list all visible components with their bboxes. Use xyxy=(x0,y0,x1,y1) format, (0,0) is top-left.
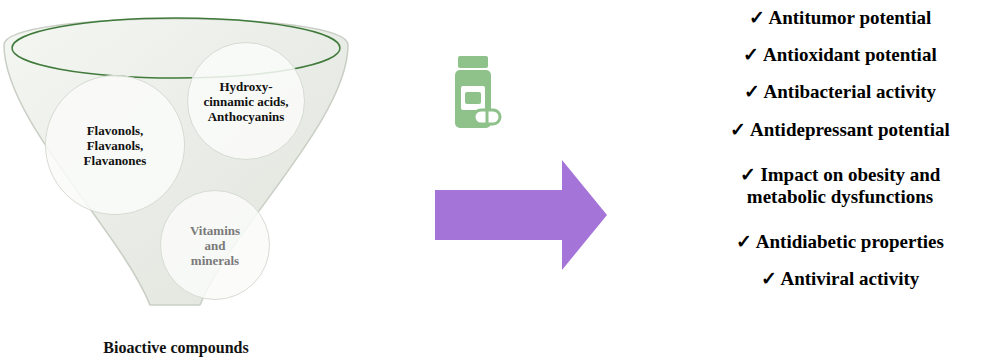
benefit-item: ✓ Antitumor potential xyxy=(690,7,989,29)
compound-circle: Vitamins and minerals xyxy=(160,190,270,300)
compound-circle: Flavonols, Flavanols, Flavanones xyxy=(45,75,185,215)
funnel-bowl: Bioactive compounds Flavonols, Flavanols,… xyxy=(0,0,352,363)
benefit-item: ✓ Antibacterial activity xyxy=(690,81,989,103)
compound-circle: Hydroxy-cinnamic acids, Anthocyanins xyxy=(187,42,305,160)
funnel-outline xyxy=(4,19,348,305)
compound-text: Flavonols, Flavanols, Flavanones xyxy=(69,123,161,168)
benefit-item: ✓ Impact on obesity and metabolic dysfun… xyxy=(720,164,960,208)
pill-bottle-icon xyxy=(455,56,500,128)
benefit-item: ✓ Antioxidant potential xyxy=(690,44,989,66)
benefit-item: ✓ Antiviral activity xyxy=(690,268,989,290)
purple-arrow xyxy=(435,160,607,270)
compound-text: Hydroxy-cinnamic acids, Anthocyanins xyxy=(202,79,290,124)
benefit-item: ✓ Antidiabetic properties xyxy=(690,231,989,253)
group-caption: Bioactive compounds xyxy=(0,338,352,358)
benefit-item: ✓ Antidepressant potential xyxy=(690,119,989,141)
compound-text: Vitamins and minerals xyxy=(184,223,246,268)
funnel-shape xyxy=(0,0,352,363)
